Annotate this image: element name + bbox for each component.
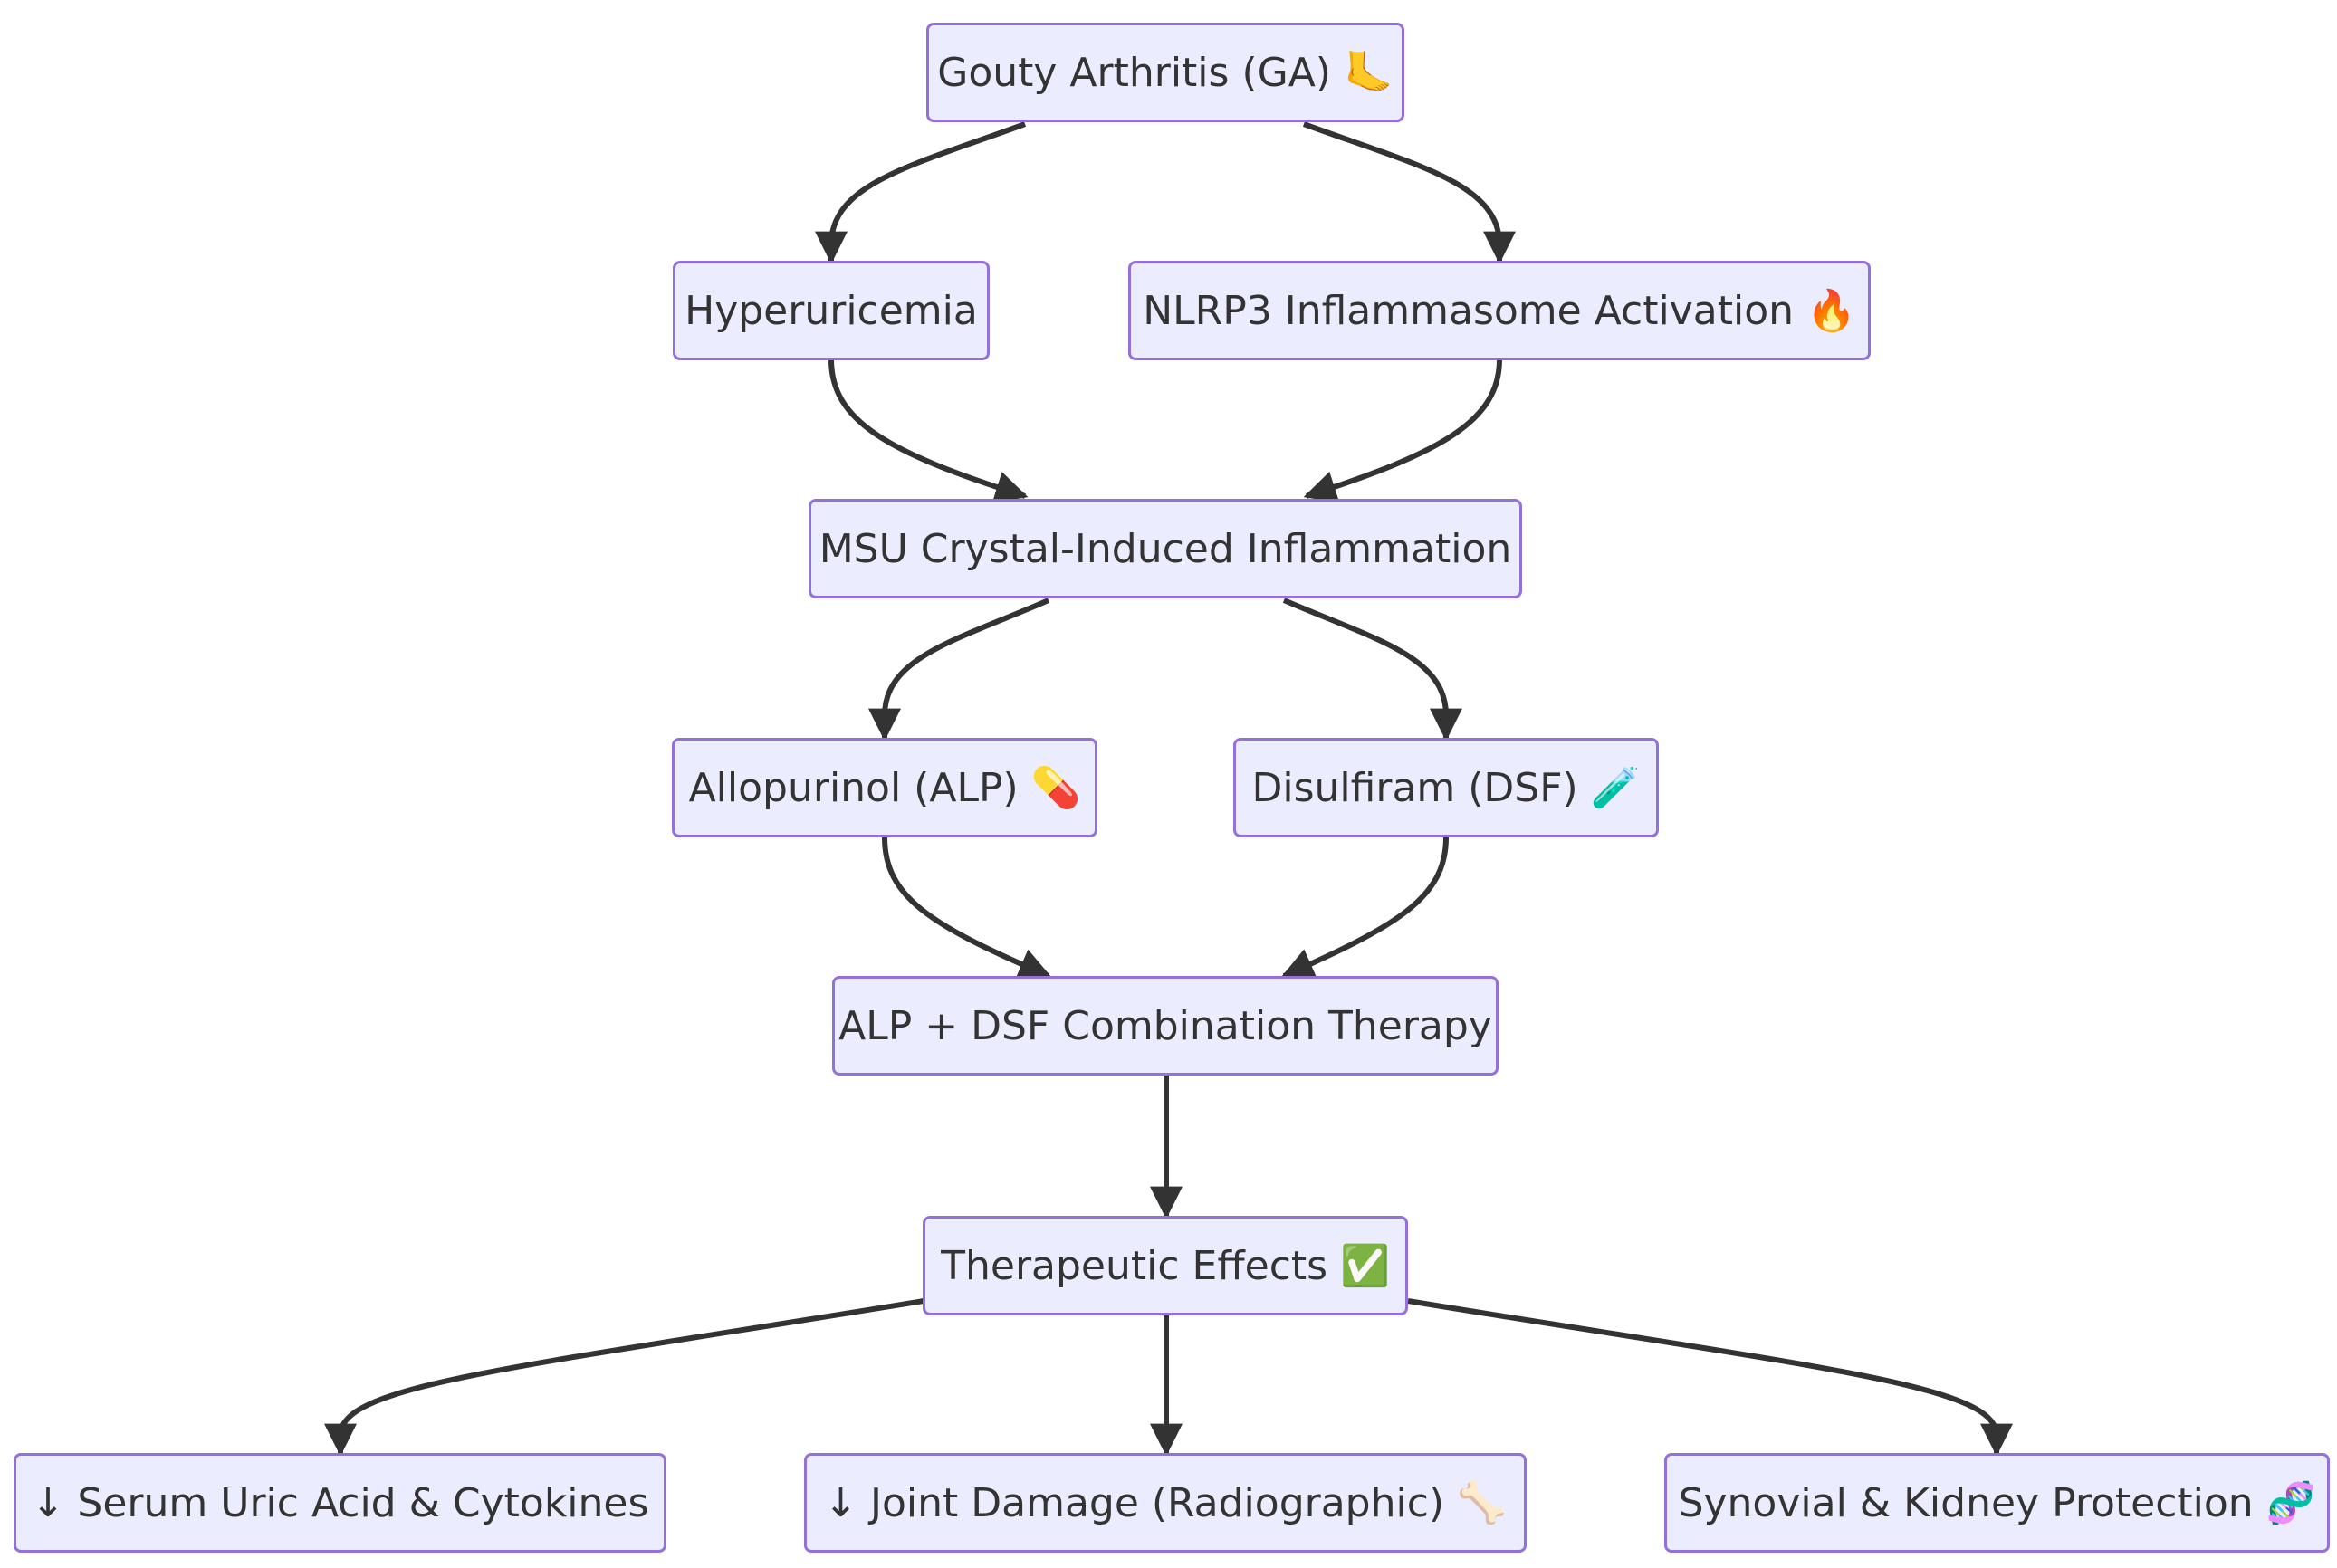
edge-hyperuricemia-to-msu (828, 359, 1029, 503)
node-hyperuricemia: Hyperuricemia (673, 261, 990, 360)
node-serum-uric-acid: ↓ Serum Uric Acid & Cytokines (14, 1453, 666, 1553)
node-therapeutic-effects: Therapeutic Effects ✅ (923, 1216, 1408, 1315)
node-msu-inflammation: MSU Crystal-Induced Inflammation (809, 499, 1522, 598)
node-gouty-arthritis-label: Gouty Arthritis (GA) 🦶 (937, 50, 1394, 96)
node-synovial-kidney-protection: Synovial & Kidney Protection 🧬 (1664, 1453, 2330, 1553)
edge-ga-to-hyperuricemia (815, 121, 1027, 264)
node-therapeutic-effects-label: Therapeutic Effects ✅ (941, 1243, 1390, 1289)
edge-allopurinol-to-combination (882, 837, 1052, 980)
edge-effects-to-serum (324, 1298, 924, 1457)
node-joint-damage: ↓ Joint Damage (Radiographic) 🦴 (804, 1453, 1527, 1553)
node-synovial-kidney-protection-label: Synovial & Kidney Protection 🧬 (1678, 1480, 2316, 1526)
node-disulfiram-label: Disulfiram (DSF) 🧪 (1251, 765, 1641, 811)
edge-nlrp3-to-msu (1303, 359, 1502, 503)
node-disulfiram: Disulfiram (DSF) 🧪 (1233, 738, 1659, 837)
edge-ga-to-nlrp3 (1302, 121, 1516, 264)
edge-msu-to-allopurinol (868, 598, 1050, 741)
edge-effects-to-synovial (1407, 1298, 2013, 1457)
node-gouty-arthritis: Gouty Arthritis (GA) 🦶 (926, 23, 1404, 122)
node-allopurinol: Allopurinol (ALP) 💊 (672, 738, 1097, 837)
edge-disulfiram-to-combination (1280, 837, 1449, 980)
node-joint-damage-label: ↓ Joint Damage (Radiographic) 🦴 (824, 1480, 1507, 1526)
node-nlrp3-activation-label: NLRP3 Inflammasome Activation 🔥 (1143, 288, 1856, 334)
node-msu-inflammation-label: MSU Crystal-Induced Inflammation (819, 525, 1512, 572)
node-combination-therapy: ALP + DSF Combination Therapy (832, 976, 1499, 1076)
node-allopurinol-label: Allopurinol (ALP) 💊 (688, 765, 1081, 811)
node-nlrp3-activation: NLRP3 Inflammasome Activation 🔥 (1128, 261, 1871, 360)
node-serum-uric-acid-label: ↓ Serum Uric Acid & Cytokines (31, 1479, 649, 1526)
edge-msu-to-disulfiram (1282, 598, 1462, 741)
node-combination-therapy-label: ALP + DSF Combination Therapy (838, 1002, 1492, 1049)
node-hyperuricemia-label: Hyperuricemia (685, 287, 978, 334)
